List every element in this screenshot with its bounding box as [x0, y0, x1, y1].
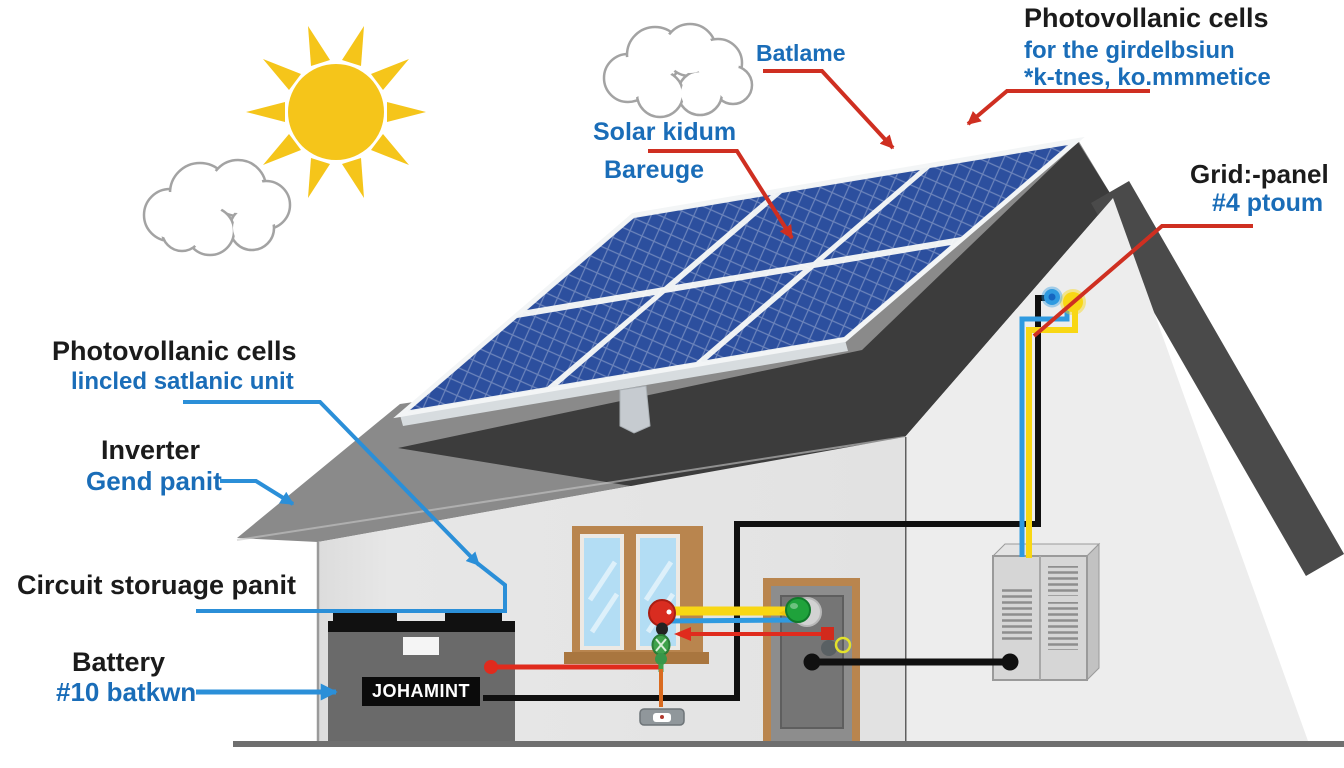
yellow-wire-gable — [1026, 309, 1078, 558]
blue-wire-gable — [1019, 305, 1070, 557]
house-roof — [236, 140, 1113, 542]
arrow-grid-panel — [1032, 224, 1253, 338]
arrow-batlame — [763, 69, 895, 150]
window-junction-device — [639, 599, 685, 726]
roof-shadow — [398, 142, 1113, 490]
label-inverter: Inverter — [101, 435, 201, 465]
label-battery-sub: #10 batkwn — [56, 677, 197, 707]
battery-box — [328, 612, 515, 741]
battery-brand-plate — [362, 677, 480, 706]
window — [564, 526, 709, 664]
window-sill — [564, 652, 709, 664]
arrow-solar-kidum — [648, 149, 794, 240]
door-knob — [785, 597, 852, 656]
label-circuit: Circuit storuage panit — [17, 570, 297, 600]
blue-wire-window — [665, 617, 799, 624]
label-pv-tr-sub2: *k-tnes, ko.mmmetice — [1024, 64, 1271, 91]
sun-icon — [246, 26, 426, 198]
solar-panel — [393, 136, 1085, 434]
wiring — [483, 295, 1078, 701]
cloud-icon-2 — [602, 22, 754, 119]
black-wire-main — [483, 295, 1047, 701]
ground-line — [233, 741, 1344, 747]
arrow-pv-top-right — [966, 89, 1150, 126]
label-pv-left-sub: lincled satlanic unit — [71, 368, 294, 395]
yellow-ring — [834, 636, 852, 654]
label-grid-panel: Grid:-panel — [1190, 159, 1329, 189]
label-inverter-sub: Gend panit — [86, 466, 222, 496]
label-batlame: Batlame — [756, 40, 846, 66]
battery-brand-label: JOHAMINT — [372, 681, 470, 701]
label-solar-kidum: Solar kidum — [593, 118, 737, 146]
label-bareuge: Bareuge — [604, 156, 705, 184]
leader-arrows — [183, 69, 1253, 701]
leader-circuit — [196, 561, 507, 613]
arrow-pv-left — [183, 400, 481, 567]
arrow-inverter — [220, 479, 295, 506]
label-pv-left-title: Photovollanic cells — [52, 336, 297, 366]
roof-fascia — [1090, 181, 1344, 576]
label-grid-sub: #4 ptoum — [1212, 189, 1324, 217]
label-battery: Battery — [72, 647, 166, 677]
label-pv-tr-title: Photovollanic cells — [1024, 3, 1269, 33]
label-pv-tr-sub1: for the girdelbsiun — [1024, 37, 1235, 64]
cloud-icon — [142, 158, 292, 257]
